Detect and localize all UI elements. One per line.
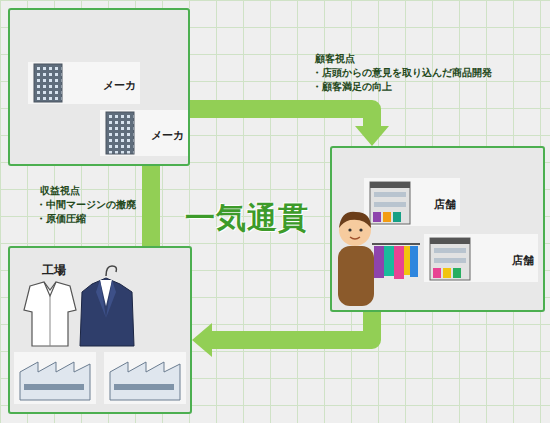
shop-clerk (338, 212, 374, 306)
group-panel: 店舗店舗 (330, 146, 545, 312)
viewpoint-note: ・店頭からの意見を取り込んだ商品開発 (312, 66, 492, 80)
entity-box: メーカ (30, 64, 142, 106)
node-label: 店舗 (512, 253, 534, 268)
factories (14, 352, 186, 404)
arrow-band (190, 109, 372, 127)
panel-heading: 工場 (42, 262, 66, 279)
shirt (24, 282, 76, 346)
panel-fills (8, 8, 545, 414)
viewpoint-note: ・中間マージンの撤廃 (36, 198, 136, 212)
group-panel: 工場 (8, 246, 192, 414)
entity-box: 店舗 (366, 180, 462, 228)
arrow-head (192, 323, 212, 357)
flow-arrow (151, 166, 152, 246)
viewpoint-heading: 顧客視点 (315, 52, 355, 66)
entity-box: メーカ (102, 112, 190, 158)
center-title: 一気通貫 (185, 200, 309, 236)
group-panel: メーカメーカ (8, 8, 190, 166)
clothes-rack (372, 244, 420, 279)
maker-buildings (28, 62, 188, 156)
entity-box: 店舗 (426, 236, 540, 284)
viewpoint-note: ・原価圧縮 (36, 212, 86, 226)
viewpoint-heading: 収益視点 (40, 184, 80, 198)
viewpoint-note: ・顧客満足の向上 (312, 80, 392, 94)
arrow-head (355, 126, 389, 146)
node-label: メーカ (103, 78, 136, 93)
flow-arrow (192, 312, 372, 357)
node-label: メーカ (151, 128, 184, 143)
store-buildings (364, 178, 538, 282)
flow-arrow (190, 109, 389, 146)
arrow-band (211, 312, 372, 340)
jacket (80, 266, 134, 346)
arrow-band (142, 166, 160, 246)
node-label: 店舗 (434, 197, 456, 212)
